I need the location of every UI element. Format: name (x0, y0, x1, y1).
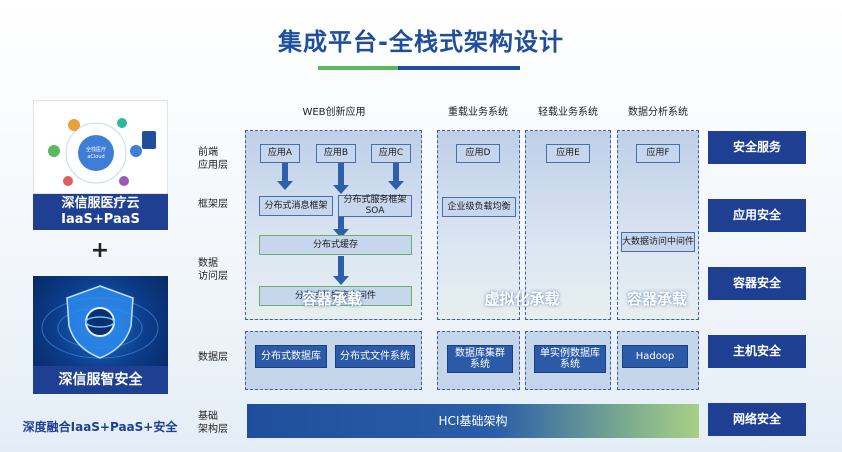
app-b-box: 应用B (316, 144, 356, 163)
fusion-text: 深度融合IaaS+PaaS+安全 (22, 420, 178, 434)
layer-label-frontend: 前端 应用层 (198, 147, 228, 171)
column-header-web: WEB创新应用 (302, 107, 366, 118)
app-c-box: 应用C (371, 144, 411, 163)
container-overlay-2: 容器承载 (626, 290, 687, 308)
host-security-box: 主机安全 (708, 335, 806, 368)
msg-framework-box: 分布式消息框架 (259, 196, 333, 216)
arrow-b-2 (333, 215, 349, 238)
app-f-box: 应用F (636, 144, 680, 163)
title-underline-blue (398, 66, 520, 70)
dist-db-box: 分布式数据库 (255, 345, 327, 368)
network-security-box: 网络安全 (708, 403, 806, 436)
load-balance-box: 企业级负载均衡 (442, 197, 516, 217)
db-cluster-box: 数据库集群 系统 (447, 345, 513, 373)
column-header-heavy: 重载业务系统 (448, 107, 508, 118)
app-security-box: 应用安全 (708, 199, 806, 232)
hadoop-box: Hadoop (622, 345, 688, 368)
page-title: 集成平台-全栈式架构设计 (278, 28, 564, 56)
dist-cache-box: 分布式缓存 (259, 235, 412, 255)
cloud-caption-line1: 深信服医疗云 (61, 196, 140, 211)
column-header-light: 轻载业务系统 (538, 107, 598, 118)
soa-framework-box: 分布式服务框架 SOA (338, 195, 412, 217)
plus-sign: + (90, 238, 110, 263)
cloud-caption: 深信服医疗云 IaaS+PaaS (33, 194, 168, 230)
container-security-box: 容器安全 (708, 267, 806, 300)
db-cluster-line2: 系统 (470, 359, 490, 370)
cloud-diagram-icon: 全栈医疗 aCloud (48, 118, 156, 186)
cloud-diagram-image: 全栈医疗 aCloud (33, 100, 168, 194)
security-shield-image (33, 276, 168, 366)
layer-label-data-access: 数据 访问层 (198, 258, 228, 282)
cloud-caption-line2: IaaS+PaaS (61, 212, 140, 227)
title-underline-green (318, 66, 398, 70)
app-d-box: 应用D (456, 144, 500, 163)
arrow-a (277, 163, 293, 190)
layer-label-framework: 框架层 (198, 199, 228, 210)
single-db-line2: 系统 (560, 359, 580, 370)
soa-line2: SOA (365, 206, 385, 216)
container-overlay-1: 容器承载 (301, 290, 362, 308)
app-a-box: 应用A (260, 144, 300, 163)
cloud-center-label-1: 全栈医疗 (86, 146, 106, 153)
arrow-c (388, 163, 404, 190)
single-db-line1: 单实例数据库 (540, 348, 600, 359)
hci-infrastructure-bar: HCI基础架构 (247, 404, 699, 438)
soa-line1: 分布式服务框架 (343, 195, 407, 205)
column-header-analytics: 数据分析系统 (628, 107, 688, 118)
app-e-box: 应用E (546, 144, 590, 163)
arrow-b (333, 163, 349, 194)
shield-icon (41, 285, 159, 359)
security-caption: 深信服智安全 (33, 366, 168, 394)
single-db-box: 单实例数据库 系统 (534, 345, 606, 373)
db-cluster-line1: 数据库集群 (455, 348, 505, 359)
cloud-center-label-2: aCloud (87, 154, 104, 160)
virtualization-overlay: 虚拟化承载 (484, 290, 560, 308)
layer-label-data: 数据层 (198, 352, 228, 363)
arrow-b-3 (333, 256, 349, 285)
layer-label-infra: 基础 架构层 (198, 411, 228, 435)
column-heavy (437, 130, 520, 320)
dist-db-middleware-box: 分布式数据库中间件 (259, 286, 412, 306)
security-service-box: 安全服务 (708, 131, 806, 164)
dist-fs-box: 分布式文件系统 (335, 345, 415, 368)
column-light (525, 130, 611, 320)
bigdata-middleware-box: 大数据访问中间件 (621, 232, 695, 252)
